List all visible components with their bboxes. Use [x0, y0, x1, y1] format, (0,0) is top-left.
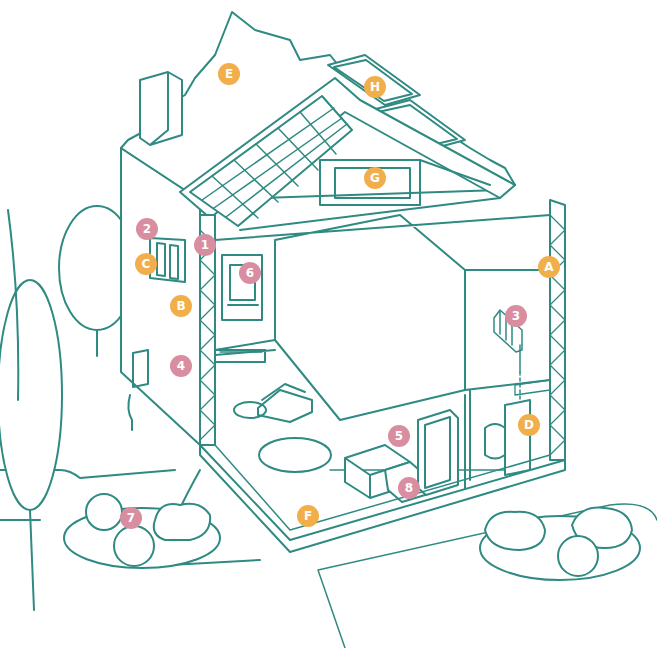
rug [259, 438, 331, 472]
attic-truss [240, 160, 500, 230]
water-heater [222, 255, 262, 320]
callout-number: 8 [398, 477, 420, 499]
tree-trunk [30, 510, 34, 610]
tree [0, 280, 62, 510]
bush [154, 504, 210, 540]
fridge [418, 410, 458, 495]
insulation-zigzag [550, 215, 565, 455]
chimney [140, 72, 182, 145]
callout-number: 1 [194, 234, 216, 256]
rug [234, 402, 266, 418]
solar-panel-grid [202, 108, 347, 218]
floor-slab [200, 445, 565, 552]
callout-number: D [518, 414, 540, 436]
callout-number: C [135, 253, 157, 275]
callout-number: 5 [388, 425, 410, 447]
bush [558, 536, 598, 576]
floor-edge [215, 445, 550, 530]
callout-number: E [218, 63, 240, 85]
callout-number: H [364, 76, 386, 98]
tree-trunk [96, 330, 98, 356]
callout-number: 2 [136, 218, 158, 240]
callout-number: A [538, 256, 560, 278]
insulation-zigzag [200, 230, 215, 440]
bush [114, 526, 154, 566]
callout-number: 6 [239, 262, 261, 284]
sofa [258, 384, 312, 422]
bush [485, 512, 545, 550]
callout-number: 4 [170, 355, 192, 377]
pipe [519, 372, 521, 400]
wall-insulation [550, 200, 565, 460]
boiler [485, 400, 530, 475]
callout-number: G [364, 167, 386, 189]
callout-number: 3 [505, 305, 527, 327]
bush [86, 494, 122, 530]
callout-number: 7 [120, 507, 142, 529]
tree-edge [8, 210, 18, 400]
callout-number: F [297, 505, 319, 527]
callout-number: B [170, 295, 192, 317]
floor-insulation [220, 352, 550, 395]
meter-box [128, 350, 148, 430]
